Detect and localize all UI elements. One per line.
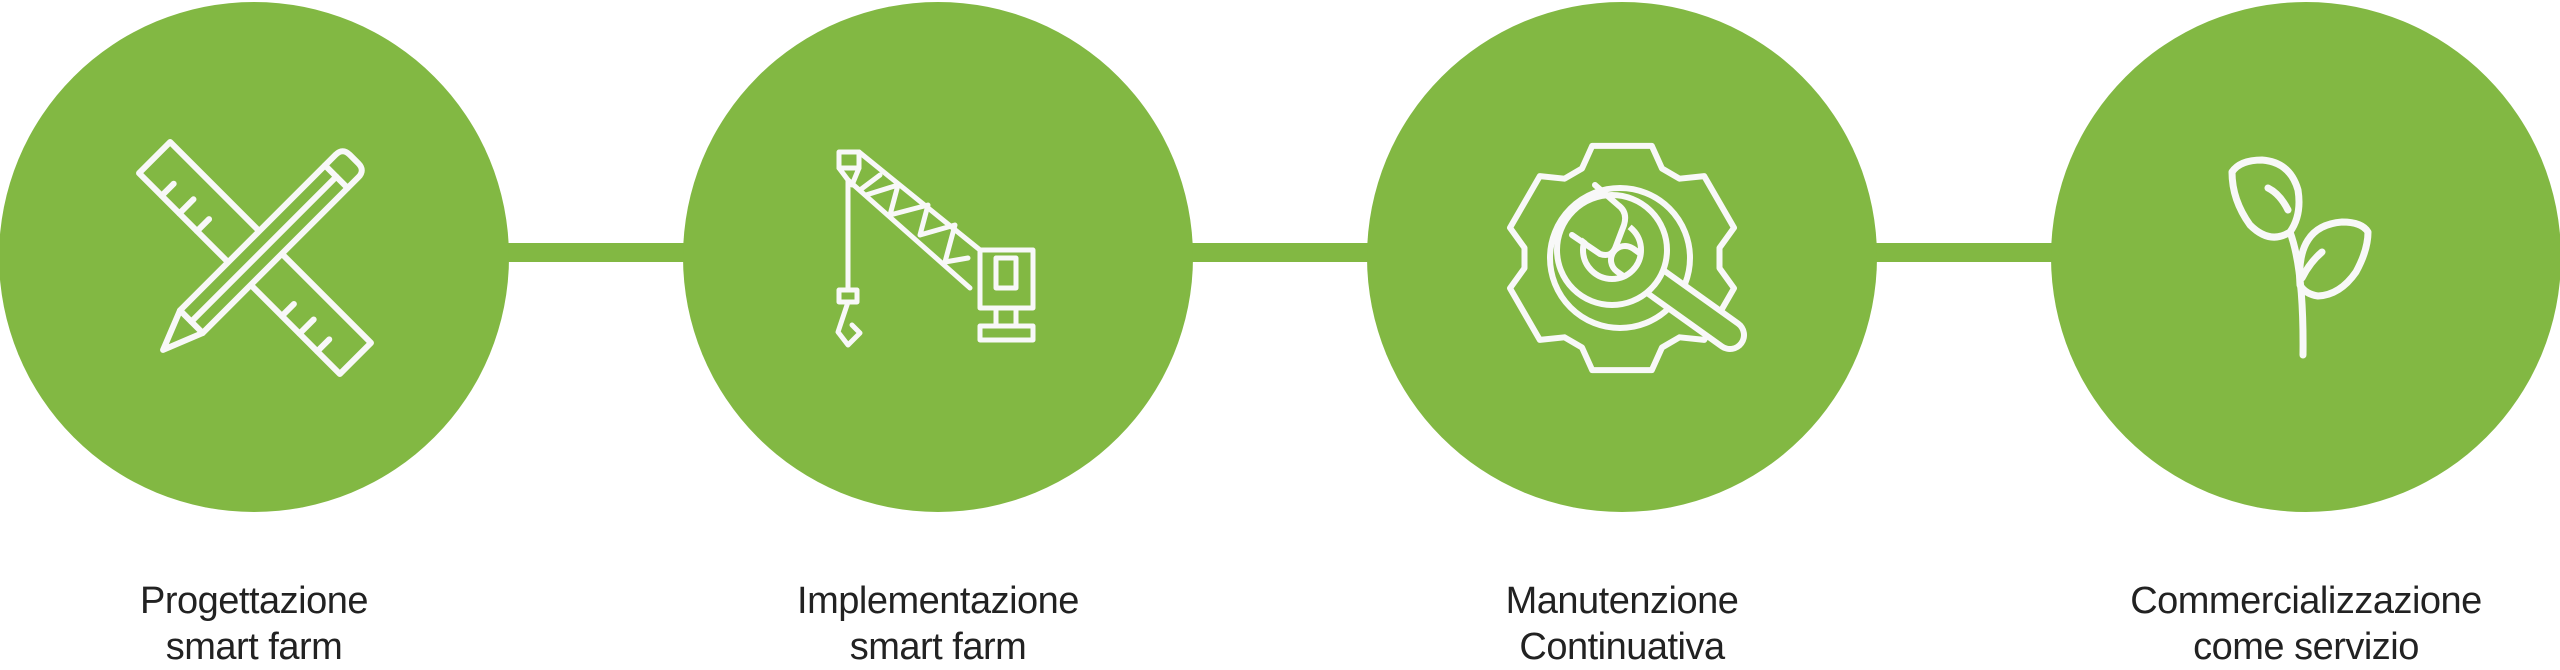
step-title: Commercializzazione bbox=[2130, 580, 2482, 622]
step-subtitle: come servizio bbox=[2193, 626, 2419, 668]
step-subtitle: smart farm bbox=[165, 626, 343, 668]
step-title: Progettazione bbox=[140, 580, 369, 622]
step-label-4: Commercializzazione come servizio bbox=[2046, 578, 2560, 670]
step-label-1: Progettazione smart farm bbox=[0, 578, 514, 670]
step-label-2: Implementazione smart farm bbox=[678, 578, 1198, 670]
step-title: Implementazione bbox=[797, 580, 1079, 622]
step-title: Manutenzione bbox=[1505, 580, 1739, 622]
step-circle-4 bbox=[2051, 2, 2560, 512]
ruler-pencil-icon bbox=[136, 139, 374, 377]
step-label-3: Manutenzione Continuativa bbox=[1362, 578, 1882, 670]
connector-line bbox=[250, 243, 2310, 262]
gear-wrench-icon bbox=[1507, 142, 1747, 374]
step-subtitle: smart farm bbox=[849, 626, 1027, 668]
step-subtitle: Continuativa bbox=[1519, 626, 1725, 668]
crane-icon bbox=[835, 149, 1036, 348]
sprout-icon bbox=[2228, 156, 2372, 359]
